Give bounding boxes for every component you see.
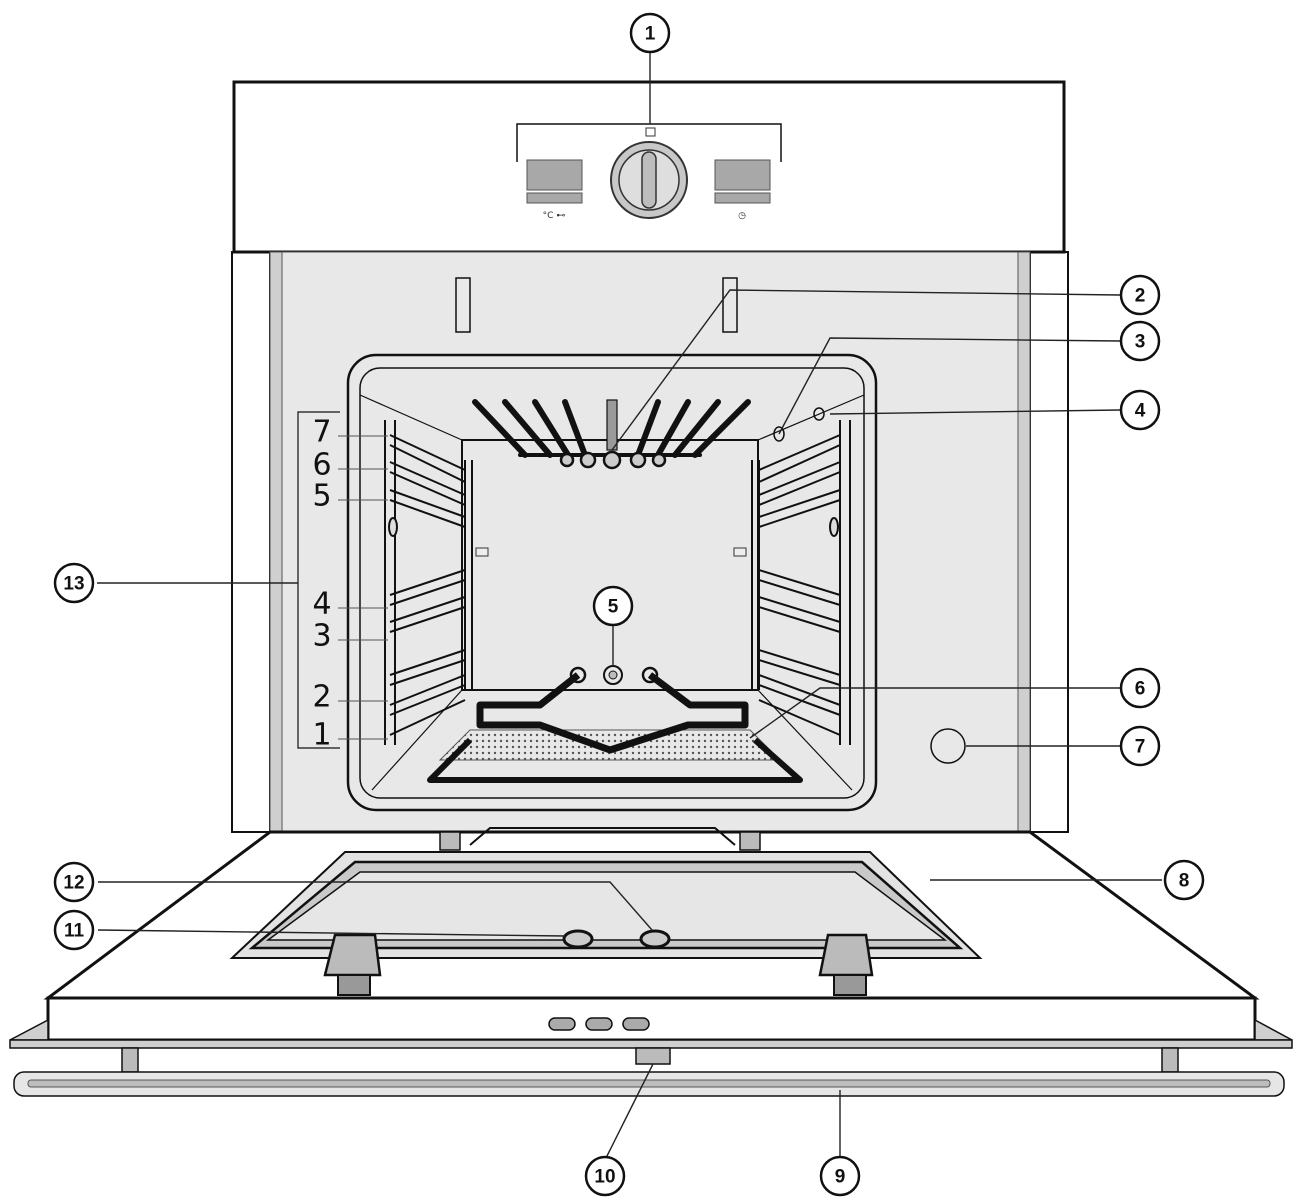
callout-6: 6: [1119, 667, 1161, 709]
shelf-level-1: 1: [312, 718, 331, 753]
callout-number: 8: [1179, 871, 1190, 892]
callout-number: 2: [1135, 286, 1146, 307]
callout-number: 9: [835, 1167, 846, 1188]
bottom-heating-element: [427, 672, 803, 783]
callout-circle: [1119, 725, 1161, 767]
callout-number: 11: [64, 921, 85, 942]
shelf-level-3: 3: [312, 619, 331, 654]
callout-2: 2: [1119, 274, 1161, 316]
top-heating-element: [472, 399, 751, 458]
selector-knob[interactable]: [610, 141, 688, 219]
door-hinge-left: [323, 933, 382, 996]
callout-circle: [819, 1155, 861, 1197]
meat-probe-socket: [930, 728, 966, 764]
callout-9: 9: [819, 1155, 861, 1197]
door-hinge-right: [818, 933, 874, 996]
oven-light: [773, 407, 825, 442]
callout-number: 13: [63, 574, 84, 595]
temperature-symbol: °C ⊷: [543, 211, 566, 221]
callout-11: 11: [53, 909, 95, 951]
grill-terminals: [559, 450, 667, 470]
callout-circle: [53, 562, 95, 604]
callout-3: 3: [1119, 320, 1161, 362]
callout-4: 4: [1119, 389, 1161, 431]
callout-number: 7: [1135, 737, 1146, 758]
callout-circle: [1119, 667, 1161, 709]
door-latch: [635, 1047, 671, 1065]
callout-8: 8: [1163, 859, 1205, 901]
callout-12: 12: [53, 861, 95, 903]
door-lock-slots: [455, 277, 738, 333]
glass-screw: [562, 929, 671, 949]
door-handle[interactable]: [13, 1071, 1285, 1097]
shelf-level-4: 4: [312, 587, 331, 622]
shelf-level-2: 2: [312, 680, 331, 715]
oven-cavity: [346, 353, 878, 812]
callout-number: 3: [1135, 332, 1146, 353]
callout-7: 7: [1119, 725, 1161, 767]
callout-circle: [629, 12, 671, 54]
callout-circle: [1119, 389, 1161, 431]
callout-number: 10: [594, 1167, 615, 1188]
callout-circle: [584, 1155, 626, 1197]
door-vents: [548, 1017, 650, 1031]
control-panel: °C ⊷ ◷: [232, 80, 1066, 254]
fan-cover: [569, 665, 659, 685]
shelf-bracket: [297, 411, 340, 749]
callout-number: 12: [63, 873, 84, 894]
leader-lines: [97, 52, 1162, 1161]
shelf-level-5: 5: [312, 479, 331, 514]
callout-1: 1: [629, 12, 671, 54]
callout-10: 10: [584, 1155, 626, 1197]
timer-display: ◷: [714, 159, 771, 221]
callout-13: 13: [53, 562, 95, 604]
oven-door[interactable]: [43, 827, 1260, 1042]
base-trim: [9, 1018, 1293, 1073]
callout-number: 5: [608, 597, 619, 618]
grill-probe: [606, 399, 618, 451]
callout-number: 1: [645, 24, 656, 45]
callout-number: 6: [1135, 679, 1146, 700]
callout-circle: [53, 909, 95, 951]
shelf-level-7: 7: [312, 415, 331, 450]
callout-circle: [592, 585, 634, 627]
left-shelf-rails: [384, 420, 473, 745]
shelf-level-6: 6: [312, 448, 331, 483]
callout-5: 5: [592, 585, 634, 627]
callout-circle: [1119, 320, 1161, 362]
callout-circle: [53, 861, 95, 903]
callout-circle: [1163, 859, 1205, 901]
shelf-level-labels: 765 43 21: [312, 415, 388, 753]
callout-circle: [1119, 274, 1161, 316]
right-shelf-rails: [751, 420, 851, 745]
temperature-display: °C ⊷: [526, 159, 583, 221]
timer-symbol: ◷: [738, 211, 746, 221]
callout-number: 4: [1135, 401, 1146, 422]
